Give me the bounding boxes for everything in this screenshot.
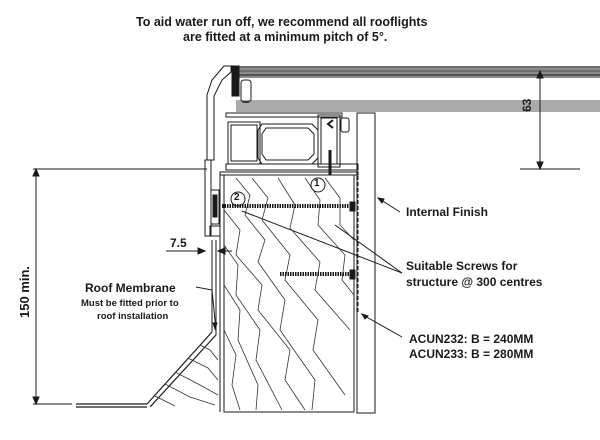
screws-label-line1: Suitable Screws for: [406, 259, 518, 273]
roof-membrane: [76, 240, 219, 408]
pitch-note-line1: To aid water run off, we recommend all r…: [136, 15, 428, 29]
marker-2-circle: [230, 191, 246, 207]
model-acun232-label: ACUN232: B = 240MM: [409, 332, 534, 346]
internal-wall: [353, 112, 376, 414]
roof-membrane-title: Roof Membrane: [85, 281, 176, 295]
internal-finish-label: Internal Finish: [406, 205, 489, 219]
marker-1-circle: [310, 177, 326, 193]
model-acun233-label: ACUN233: B = 280MM: [409, 347, 534, 361]
dimension-63: [520, 69, 580, 171]
timber-kerb: [215, 171, 359, 413]
dimension-7-5-label: 7.5: [170, 236, 187, 250]
marker-1: 1: [314, 178, 320, 189]
glazing-upper: [235, 66, 600, 78]
dimension-150-min: [32, 167, 207, 406]
dimension-150-label: 150 min.: [17, 265, 32, 318]
leaders: [195, 197, 403, 338]
screws: [222, 201, 356, 280]
dimension-7-5: [166, 247, 232, 255]
glazing-lower: [236, 100, 600, 112]
pitch-note-line2: are fitted at a minimum pitch of 5°.: [183, 30, 388, 44]
screws-label-line2: structure @ 300 centres: [406, 275, 543, 289]
dimension-63-label: 63: [520, 98, 534, 112]
roof-membrane-note-line2: roof installation: [97, 311, 169, 322]
marker-2: 2: [234, 192, 240, 203]
frame-profile: [204, 65, 359, 237]
roof-membrane-note-line1: Must be fitted prior to: [81, 298, 179, 309]
